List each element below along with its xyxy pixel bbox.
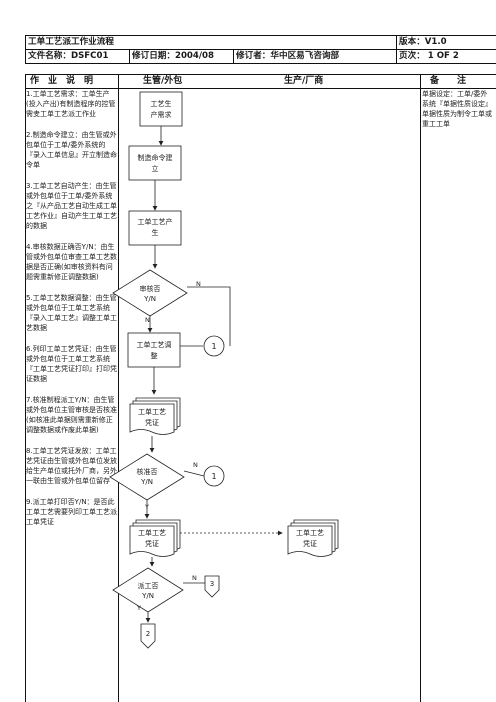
adjust-box bbox=[127, 332, 181, 368]
revise-date: 修订日期：2004/08 bbox=[132, 51, 214, 61]
step-6: 6.列印工单工艺凭证：由生管或外包单位于工单工艺系统『工单工艺凭证打印』打印凭证… bbox=[26, 345, 117, 383]
dispatch-label-2: Y/N bbox=[141, 592, 154, 600]
auto-gen-label-2: 生 bbox=[152, 228, 159, 237]
voucher3-label-1: 工单工艺 bbox=[296, 528, 324, 537]
dispatch-yes: Y bbox=[136, 604, 141, 612]
step-2: 2.制造命令建立：由生管或外包单位于工单/委外系统的『录入工单信息』开立制造命令… bbox=[26, 131, 117, 169]
step-7: 7.核准制程派工Y/N：由生管或外包单位主管审核是否核准(如核准此单据则需重新修… bbox=[26, 396, 117, 434]
approve-diamond bbox=[109, 453, 185, 501]
create-order-box bbox=[128, 145, 182, 181]
voucher3-label-2: 凭证 bbox=[303, 539, 317, 548]
voucher-doc bbox=[129, 403, 175, 435]
doc-title: 工单工艺派工作业流程 bbox=[28, 37, 114, 47]
adjust-label-2: 整 bbox=[151, 351, 158, 360]
connector-1b bbox=[203, 465, 225, 487]
column-header-notes: 备 注 bbox=[430, 76, 467, 86]
demand-label-2: 产需求 bbox=[151, 110, 172, 119]
voucher3-doc bbox=[287, 525, 333, 557]
connector-1a bbox=[203, 335, 225, 357]
create-order-label-1: 制造命令建 bbox=[138, 153, 173, 162]
voucher-label-1: 工单工艺 bbox=[138, 407, 166, 416]
voucher2-label-1: 工单工艺 bbox=[138, 528, 166, 537]
approve-no: N bbox=[193, 461, 198, 469]
column-header-prod: 生管/外包 bbox=[143, 76, 183, 86]
column-header-desc: 作 业 说 明 bbox=[30, 76, 94, 86]
connector-1b-label: 1 bbox=[211, 472, 216, 481]
adjust-label-1: 工单工艺调 bbox=[137, 340, 172, 349]
demand-box bbox=[139, 91, 183, 127]
dispatch-no: N bbox=[192, 574, 197, 582]
approve-yes: Y bbox=[144, 503, 149, 511]
voucher2-label-2: 凭证 bbox=[145, 539, 159, 548]
connector-1a-label: 1 bbox=[211, 342, 216, 351]
review-diamond bbox=[112, 269, 188, 317]
dispatch-label-1: 派工否 bbox=[138, 582, 159, 590]
step-9: 9.派工单打印否Y/N：是否此工单工艺需要列印工单工艺派工单凭证 bbox=[26, 498, 117, 526]
connector-3-label: 3 bbox=[210, 580, 214, 588]
connector-2-label: 2 bbox=[146, 630, 150, 638]
step-descriptions: 1.工单工艺需求：工单生产(投入产出)有制造程序的控管需叏工单工艺派工作业 2.… bbox=[26, 89, 118, 538]
reviser: 修订者：华中区易飞咨询部 bbox=[236, 51, 340, 61]
page-number: 页次： 1 OF 2 bbox=[399, 51, 459, 61]
review-yes: N bbox=[145, 316, 150, 324]
voucher2-doc bbox=[129, 525, 175, 557]
step-4: 4.审核数据正确否Y/N：由生管或外包单位审查工单工艺数据是否正确(如审核资料有… bbox=[26, 243, 117, 281]
auto-gen-box bbox=[128, 210, 182, 246]
step-5: 5.工单工艺数据调整：由生管或外包单位于工单工艺系统『录入工单工艺』调整工单工艺… bbox=[26, 294, 117, 332]
file-name: 文件名称：DSFC01 bbox=[28, 51, 109, 61]
auto-gen-label-1: 工单工艺产 bbox=[138, 217, 173, 226]
step-3: 3.工单工艺自动产生：由生管或外包单位于工单/委外系统之『从产品工艺自动生成工单… bbox=[26, 182, 117, 230]
review-no: N bbox=[196, 280, 201, 288]
approve-label-2: Y/N bbox=[140, 478, 153, 486]
step-1: 1.工单工艺需求：工单生产(投入产出)有制造程序的控管需叏工单工艺派工作业 bbox=[26, 90, 116, 118]
connector-3 bbox=[204, 575, 220, 598]
step-8: 8.工单工艺凭证发放：工单工艺凭证由生管或外包单位发放给生产单位或托外厂商，另外… bbox=[26, 447, 117, 485]
dispatch-diamond bbox=[112, 567, 184, 613]
voucher-label-2: 凭证 bbox=[145, 418, 159, 427]
create-order-label-2: 立 bbox=[152, 164, 159, 173]
notes-text: 单据设定：工单/委外系统『单据性质设定』单据性质为制令工单或重工工单 bbox=[422, 90, 492, 128]
connector-2 bbox=[140, 623, 156, 649]
column-header-factory: 生产/厂商 bbox=[284, 76, 324, 86]
review-label-2: Y/N bbox=[143, 295, 156, 303]
approve-label-1: 核准否 bbox=[137, 467, 158, 476]
review-label-1: 审核否 bbox=[140, 284, 161, 293]
demand-label-1: 工艺生 bbox=[151, 99, 172, 108]
version: 版本：V1.0 bbox=[399, 37, 447, 47]
